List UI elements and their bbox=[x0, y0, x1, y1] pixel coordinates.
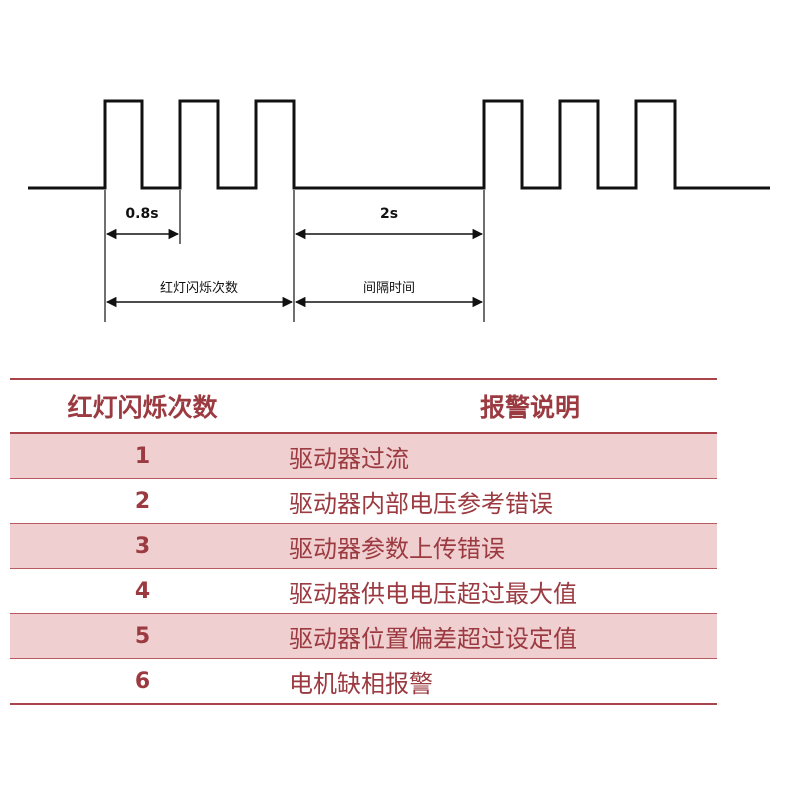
alarm-description-cell: 驱动器位置偏差超过设定值 bbox=[275, 613, 717, 659]
flash-count-cell: 1 bbox=[10, 433, 275, 479]
alarm-description-cell: 驱动器过流 bbox=[275, 433, 717, 479]
table-row: 3 驱动器参数上传错误 bbox=[10, 523, 717, 569]
table-row: 6 电机缺相报警 bbox=[10, 659, 717, 705]
table-row: 2 驱动器内部电压参考错误 bbox=[10, 478, 717, 524]
gap-duration-label: 2s bbox=[380, 206, 398, 222]
interval-duration-label: 0.8s bbox=[125, 206, 158, 222]
flash-count-cell: 6 bbox=[134, 668, 151, 694]
timing-diagram: 0.8s 2s 红灯闪烁次数 间隔时间 bbox=[28, 99, 770, 322]
alarm-description-cell: 驱动器供电电压超过最大值 bbox=[275, 568, 717, 614]
pulse-waveform bbox=[28, 99, 770, 190]
table-row: 1 驱动器过流 bbox=[10, 433, 717, 479]
table-row: 5 驱动器位置偏差超过设定值 bbox=[10, 613, 717, 659]
alarm-description-cell: 驱动器内部电压参考错误 bbox=[275, 478, 717, 524]
table-header-row: 红灯闪烁次数 报警说明 bbox=[10, 379, 717, 434]
flash-count-cell: 5 bbox=[10, 613, 275, 659]
alarm-description-cell: 驱动器参数上传错误 bbox=[275, 523, 717, 569]
flash-count-cell: 4 bbox=[10, 568, 275, 614]
alarm-description-cell: 电机缺相报警 bbox=[289, 669, 433, 698]
flash-count-cell: 2 bbox=[10, 478, 275, 524]
flash-count-label: 红灯闪烁次数 bbox=[160, 280, 238, 296]
column-header-description: 报警说明 bbox=[275, 379, 717, 434]
gap-time-label: 间隔时间 bbox=[363, 281, 415, 296]
flash-count-cell: 3 bbox=[10, 523, 275, 569]
column-header-count: 红灯闪烁次数 bbox=[10, 379, 275, 434]
table-row: 4 驱动器供电电压超过最大值 bbox=[10, 568, 717, 614]
alarm-table: 红灯闪烁次数 报警说明 1 驱动器过流 2 驱动器内部电压参考错误 3 驱动器参… bbox=[10, 378, 717, 705]
extension-lines bbox=[104, 190, 485, 322]
